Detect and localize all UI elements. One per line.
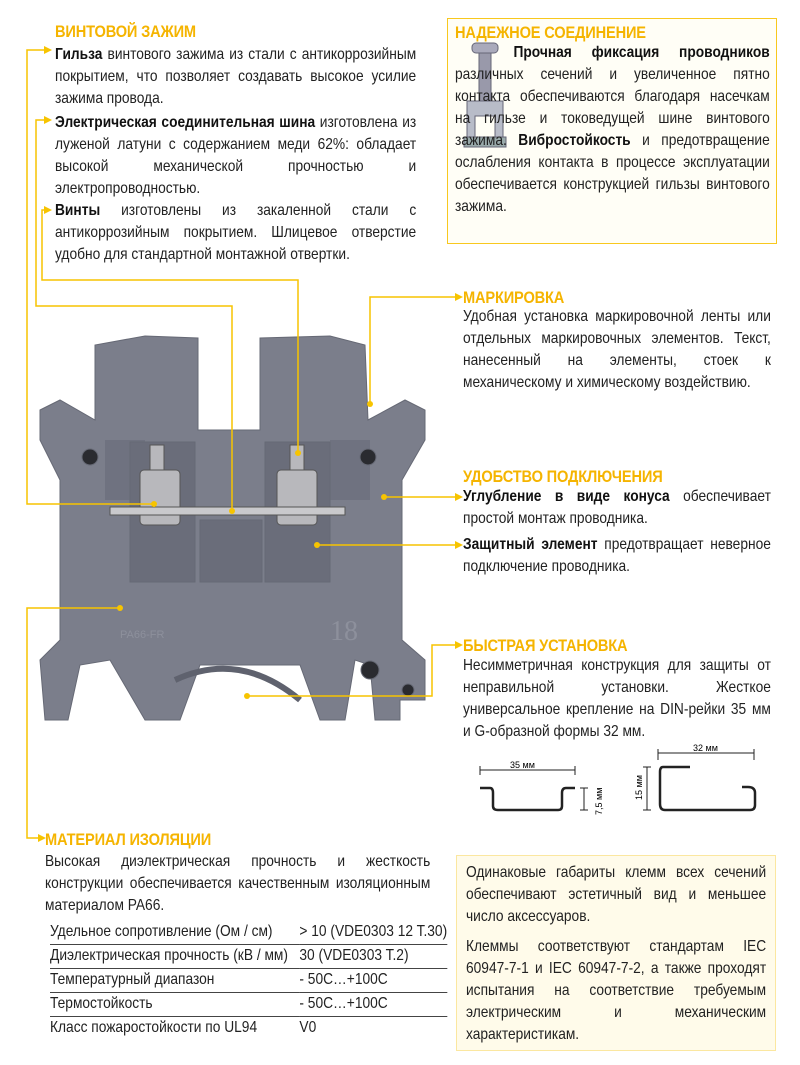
notes-box xyxy=(456,855,776,1051)
section-title-connection: УДОБСТВО ПОДКЛЮЧЕНИЯ xyxy=(463,467,663,486)
table-row: Удельное сопротивление (Ом / см)> 10 (VD… xyxy=(50,920,448,945)
item-text: предотвращает неверное подключение прово… xyxy=(463,536,771,575)
item-lead: Электрическая соединительная шина xyxy=(55,114,316,131)
property-value: V0 xyxy=(299,1019,317,1037)
item-lead: Гильза xyxy=(55,46,103,63)
screw-clamps xyxy=(109,444,346,526)
property-value: - 50C…+100C xyxy=(299,968,448,993)
property-value: > 10 (VDE0303 12 T.30) xyxy=(299,920,448,945)
table-row: Термостойкость- 50C…+100C xyxy=(50,992,448,1017)
text-body: различных сечений и увеличенное пятно ко… xyxy=(455,66,770,149)
leader-lines xyxy=(26,49,455,839)
installation-text: Несимметричная конструкция для защиты от… xyxy=(463,657,771,740)
property-name: Удельное сопротивление (Ом / см) xyxy=(50,920,300,945)
property-value: - 50C…+100C xyxy=(299,992,448,1017)
text-body: и предотвращение ослабления контакта в п… xyxy=(455,132,770,215)
section-title-reliable-connection: НАДЕЖНОЕ СОЕДИНЕНИЕ xyxy=(455,23,646,42)
housing-material-mark: PA66-FR xyxy=(120,629,164,641)
din-rail-width-label: 35 мм xyxy=(510,760,535,770)
item-text: винтового зажима из стали с антикоррозий… xyxy=(55,46,417,107)
table-row: Температурный диапазон- 50C…+100C xyxy=(50,968,448,993)
item-lead: Винты xyxy=(55,202,101,219)
item-text: изготовлена из луженой латуни с содержан… xyxy=(55,114,417,197)
reliable-connection-text: Прочная фиксация проводников различных с… xyxy=(455,42,770,218)
item-text: изготовлены из закаленной стали с антико… xyxy=(55,202,417,263)
arrow-heads xyxy=(38,46,463,842)
screw-clamp-item: Винты изготовлены из закаленной стали с … xyxy=(55,200,416,266)
section-title-marking: МАРКИРОВКА xyxy=(463,288,565,307)
marking-text: Удобная установка маркировочной ленты ил… xyxy=(463,308,771,391)
reliable-connection-box xyxy=(447,18,777,244)
g-rail-drawing xyxy=(643,749,757,812)
g-rail-height-label: 15 мм xyxy=(634,775,644,800)
item-text: обеспечивает простой монтаж проводника. xyxy=(463,488,771,527)
section-title-installation: БЫСТРАЯ УСТАНОВКА xyxy=(463,636,628,655)
insulation-properties-table: Удельное сопротивление (Ом / см)> 10 (VD… xyxy=(50,920,448,1040)
section-title-insulation: МАТЕРИАЛ ИЗОЛЯЦИИ xyxy=(45,830,212,849)
screw-clamp-item: Гильза винтового зажима из стали с антик… xyxy=(55,44,416,110)
section-title-screw-clamp: ВИНТОВОЙ ЗАЖИМ xyxy=(55,22,196,41)
connection-item: Защитный элемент предотвращает неверное … xyxy=(463,534,771,578)
property-name: Класс пожаростойкости по UL94 xyxy=(50,1019,258,1037)
text-lead: Вибростойкость xyxy=(518,132,631,149)
connection-item: Углубление в виде конуса обеспечивает пр… xyxy=(463,486,771,530)
property-name: Диэлектрическая прочность (кВ / мм) xyxy=(50,944,300,969)
g-rail-width-label: 32 мм xyxy=(693,743,718,753)
insulation-text: Высокая диэлектрическая прочность и жест… xyxy=(45,853,431,914)
screw-clamp-icon xyxy=(463,42,507,148)
item-lead: Углубление в виде конуса xyxy=(463,488,670,505)
property-name: Температурный диапазон xyxy=(50,968,300,993)
item-lead: Защитный элемент xyxy=(463,536,598,553)
text-lead: Прочная фиксация проводников xyxy=(513,44,770,61)
screw-clamp-item: Электрическая соединительная шина изгото… xyxy=(55,112,416,200)
property-value: 30 (VDE0303 T.2) xyxy=(299,944,448,969)
housing-size-mark: 18 xyxy=(330,616,358,647)
table-row: Диэлектрическая прочность (кВ / мм) 30 (… xyxy=(50,944,448,969)
notes-paragraph: Одинаковые габариты клемм всех сечений о… xyxy=(466,864,767,925)
din-rail-drawing xyxy=(479,766,588,812)
property-name: Термостойкость xyxy=(50,992,300,1017)
notes-paragraph: Клеммы соответствуют стандартам IEC 6094… xyxy=(466,938,767,1043)
table-row: Класс пожаростойкости по UL94 V0 xyxy=(50,1016,447,1040)
din-rail-height-label: 7,5 мм xyxy=(594,788,604,815)
